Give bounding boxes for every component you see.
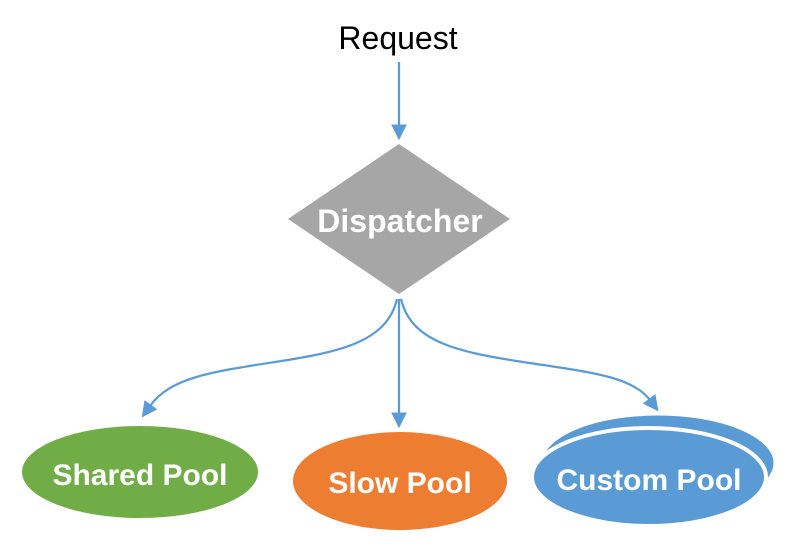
edge-dispatcher-to-custom-pool xyxy=(399,298,659,412)
edge-dispatcher-to-shared-pool xyxy=(141,298,399,418)
shared-pool-ellipse xyxy=(22,426,258,518)
edges xyxy=(141,62,659,429)
custom-pool-ellipse xyxy=(530,426,768,528)
dispatcher-label: Dispatcher xyxy=(317,203,482,239)
dispatcher-diamond xyxy=(288,144,510,294)
custom-pool-label: Custom Pool xyxy=(557,464,742,497)
slow-pool-label: Slow Pool xyxy=(328,467,471,500)
request-label: Request xyxy=(338,20,457,56)
slow-pool-ellipse xyxy=(293,432,507,530)
shared-pool-label: Shared Pool xyxy=(52,459,227,492)
